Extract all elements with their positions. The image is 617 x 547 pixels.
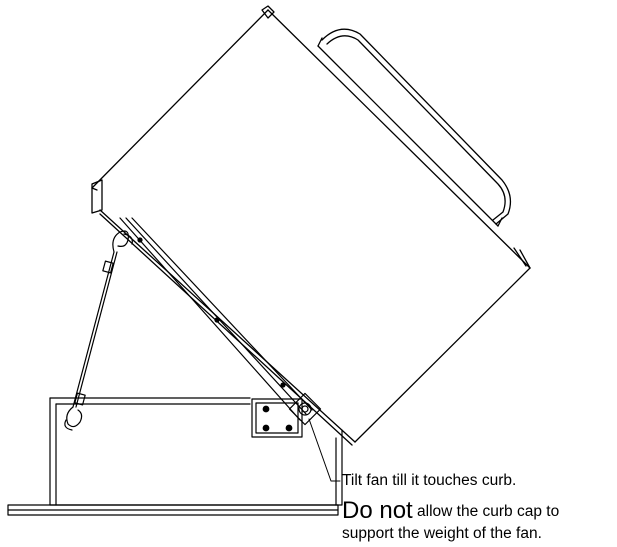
curb-flange bbox=[7, 504, 339, 516]
mounting-rail bbox=[119, 217, 313, 421]
hinge-plate bbox=[251, 398, 303, 438]
callout-warning-rest: allow the curb cap to bbox=[412, 503, 560, 520]
callout-emphasis: Do not bbox=[342, 497, 413, 524]
motor-cover bbox=[317, 28, 512, 227]
callout-line-weight: support the weight of the fan. bbox=[342, 525, 542, 542]
callout-line-tilt: Tilt fan till it touches curb. bbox=[342, 472, 517, 489]
support-cable bbox=[64, 230, 133, 431]
callout-leader bbox=[308, 418, 341, 482]
fan-housing bbox=[91, 5, 531, 446]
pivot-bolt bbox=[288, 392, 322, 426]
callout-line-warning: Do not allow the curb cap to bbox=[342, 497, 559, 525]
